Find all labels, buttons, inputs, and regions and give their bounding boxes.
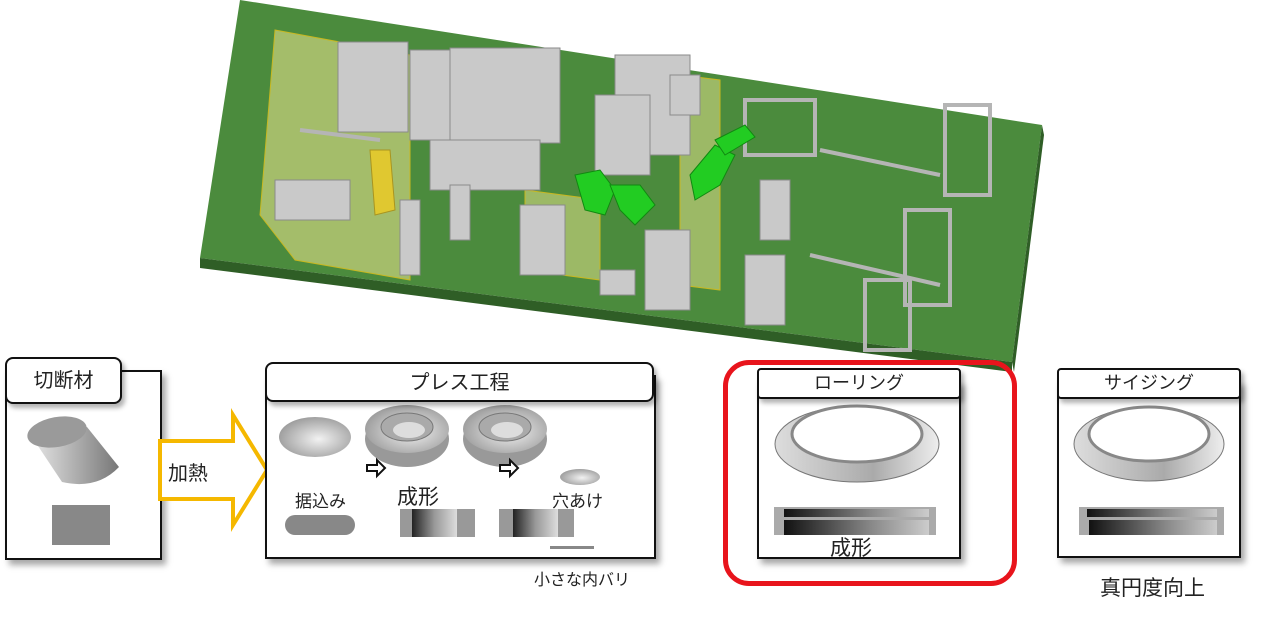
platform-edge (200, 258, 1012, 372)
piercing-label: 穴あけ (552, 492, 603, 512)
upset-disk-shape (279, 417, 351, 457)
step-cut-material-title: 切断材 (5, 357, 122, 404)
billet-section-shape (52, 505, 110, 545)
rolling-highlight-frame (723, 360, 1017, 586)
ring-cross-section-shape (774, 507, 936, 535)
pierced-part-shape (463, 405, 600, 549)
formed-part-shape (365, 405, 475, 537)
rolling-forming-caption: 成形 (830, 536, 872, 560)
inner-burr-note: 小さな内バリ (534, 570, 631, 589)
ring-cross-section-shape (1079, 507, 1224, 535)
step-rolling-panel (757, 380, 961, 559)
sized-ring-shape (1073, 405, 1225, 482)
step-rolling-title: ローリング (757, 368, 961, 399)
step-press-panel: 据込み 成形 穴あけ (265, 375, 656, 559)
forming-label: 成形 (397, 485, 439, 509)
step-sizing-panel (1057, 380, 1241, 558)
step-press-title: プレス工程 (265, 362, 654, 402)
factory-layout-3d-view (200, 0, 1044, 372)
process-arrow-icon (499, 457, 520, 479)
process-arrow-icon (366, 457, 387, 479)
heating-label: 加熱 (168, 461, 208, 485)
upsetting-label: 据込み (295, 492, 346, 512)
robot-arms (574, 124, 756, 226)
roundness-improvement-note: 真円度向上 (1100, 576, 1205, 600)
heating-arrow-icon (158, 407, 270, 533)
rolled-ring-shape (774, 404, 940, 483)
step-sizing-title: サイジング (1057, 368, 1241, 399)
